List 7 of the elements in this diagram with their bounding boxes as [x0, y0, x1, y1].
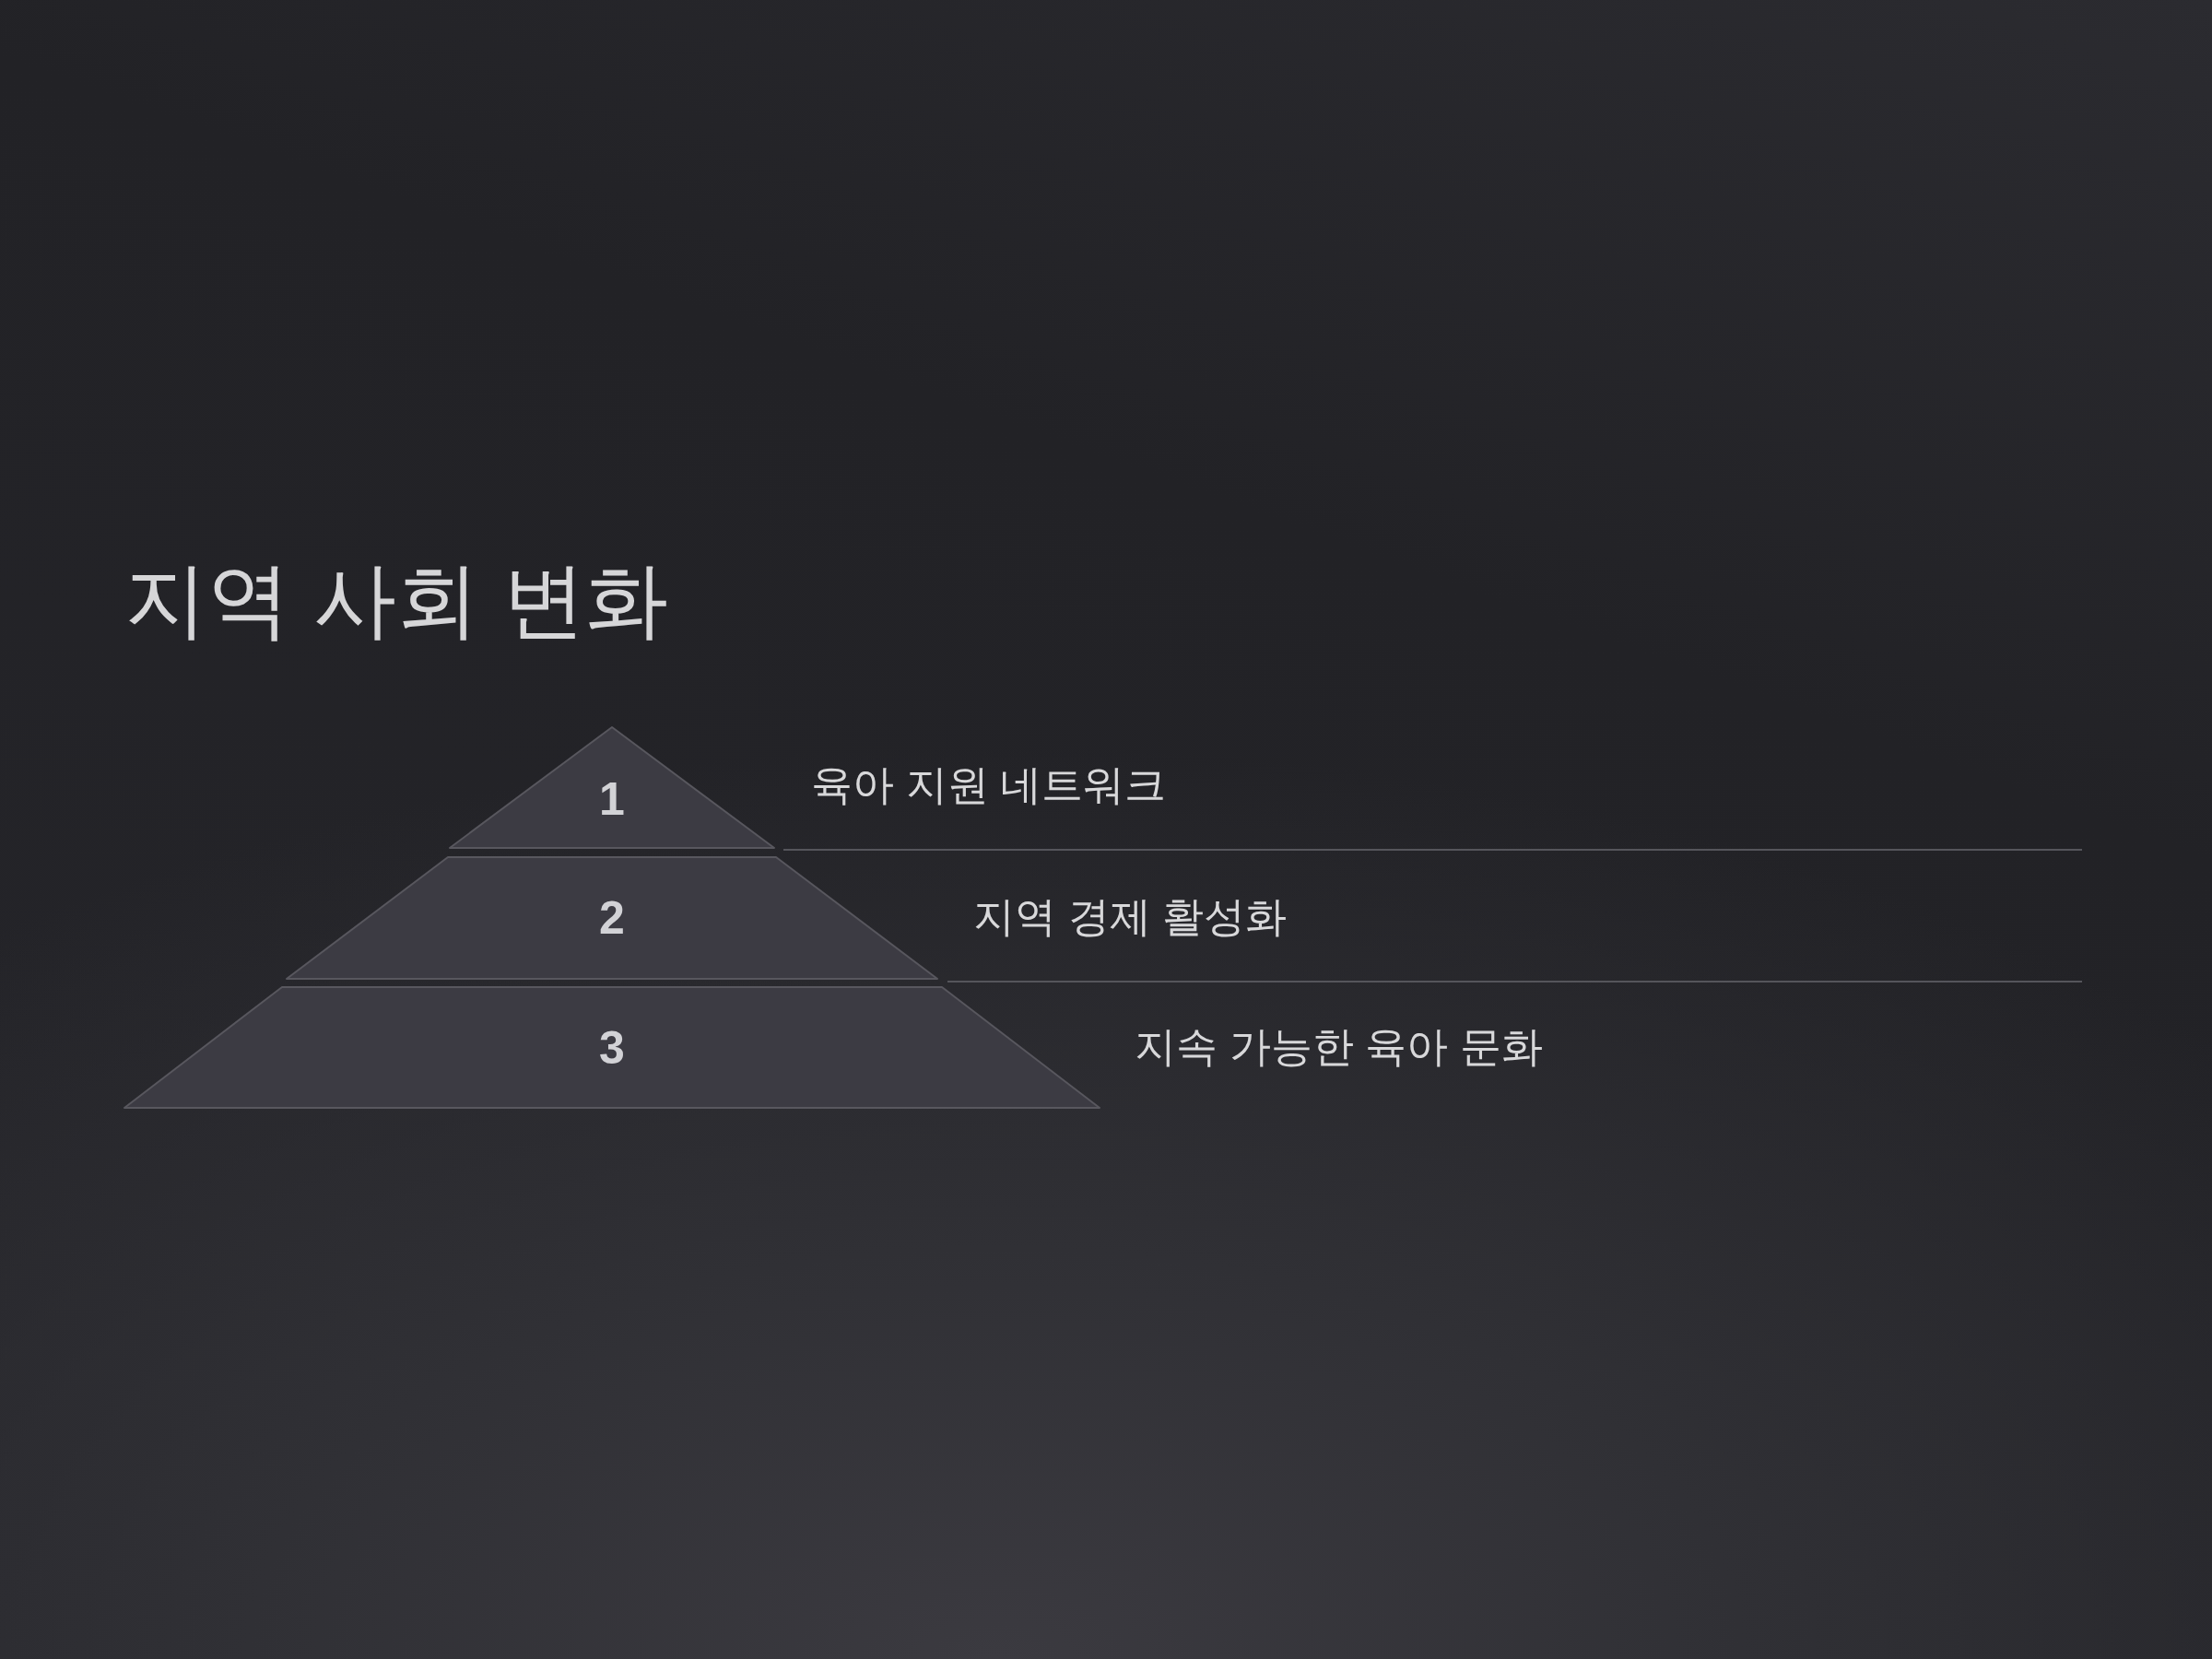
pyramid-tier: 2	[286, 856, 938, 980]
tier-label: 지역 경제 활성화	[973, 892, 1287, 942]
tier-label: 지속 가능한 육아 문화	[1135, 1022, 1543, 1072]
pyramid-apex: 1	[449, 726, 775, 849]
tier-label: 육아 지원 네트워크	[811, 760, 1166, 810]
pyramid-tier: 3	[124, 986, 1100, 1109]
slide-title: 지역 사회 변화	[124, 553, 668, 648]
